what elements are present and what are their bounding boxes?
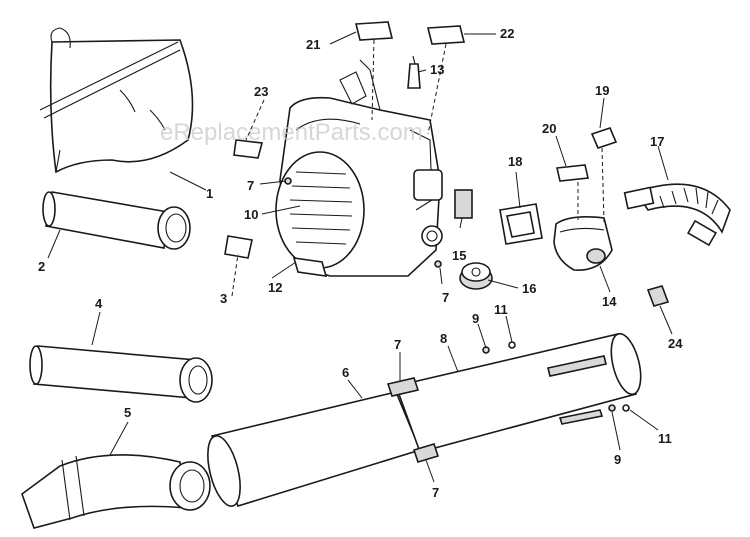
callout-6: 6 — [342, 365, 349, 380]
knob-16[interactable] — [459, 262, 493, 290]
callout-23: 23 — [254, 84, 268, 99]
decal-19[interactable] — [590, 127, 618, 149]
intake-tube[interactable] — [42, 191, 191, 250]
callout-15: 15 — [452, 248, 466, 263]
decal-23[interactable] — [233, 139, 264, 159]
callout-9-lower: 9 — [614, 452, 621, 467]
blower-tube-4[interactable] — [29, 345, 213, 403]
callout-11-upper: 11 — [494, 302, 508, 317]
callout-2: 2 — [38, 259, 45, 274]
screw-11-lower[interactable] — [622, 404, 630, 412]
decal-22[interactable] — [426, 25, 466, 45]
callout-9-upper: 9 — [472, 311, 479, 326]
decal-20[interactable] — [556, 164, 589, 182]
flex-hose-17[interactable] — [623, 183, 731, 247]
callout-8: 8 — [440, 331, 447, 346]
spark-plug-13[interactable] — [407, 55, 421, 89]
callout-20: 20 — [542, 121, 556, 136]
callout-14: 14 — [602, 294, 617, 309]
callout-7-engine-lower: 7 — [442, 290, 449, 305]
callout-5: 5 — [124, 405, 131, 420]
callout-7-tube-upper: 7 — [394, 337, 401, 352]
callout-13: 13 — [430, 62, 444, 77]
nozzle-5[interactable] — [21, 454, 211, 529]
cap-24[interactable] — [646, 285, 670, 307]
callout-16: 16 — [522, 281, 536, 296]
callout-24: 24 — [668, 336, 683, 351]
callout-4: 4 — [95, 296, 103, 311]
callout-1: 1 — [206, 186, 213, 201]
air-cleaner-cover-14[interactable] — [553, 216, 613, 271]
watermark-text: eReplacementParts.com — [160, 119, 423, 146]
decal-21[interactable] — [354, 21, 394, 41]
callout-7-engine: 7 — [247, 178, 254, 193]
callout-22: 22 — [500, 26, 514, 41]
callout-labels: 1 2 3 4 5 6 7 7 7 7 8 9 9 10 11 11 12 13… — [38, 26, 683, 500]
callout-21: 21 — [306, 37, 320, 52]
vacuum-bag[interactable] — [39, 27, 194, 174]
screw-11-upper[interactable] — [508, 341, 516, 349]
callout-19: 19 — [595, 83, 609, 98]
callout-18: 18 — [508, 154, 522, 169]
callout-7-tube-lower: 7 — [432, 485, 439, 500]
clamp-band-7[interactable] — [386, 377, 440, 463]
gasket-18[interactable] — [499, 203, 543, 245]
fan-cover[interactable] — [275, 151, 365, 269]
long-tube-6[interactable] — [202, 391, 422, 509]
callout-12: 12 — [268, 280, 282, 295]
callout-10: 10 — [244, 207, 258, 222]
callout-3: 3 — [220, 291, 227, 306]
leader-lines — [47, 31, 673, 483]
screw-9-lower[interactable] — [608, 404, 616, 412]
callout-11-lower: 11 — [658, 431, 672, 446]
decal-3[interactable] — [224, 235, 253, 259]
air-filter-12[interactable] — [292, 257, 328, 277]
callout-17: 17 — [650, 134, 664, 149]
screw-7-engine[interactable] — [284, 177, 442, 268]
long-tube-8[interactable] — [394, 331, 646, 453]
filter-15[interactable] — [454, 189, 473, 219]
